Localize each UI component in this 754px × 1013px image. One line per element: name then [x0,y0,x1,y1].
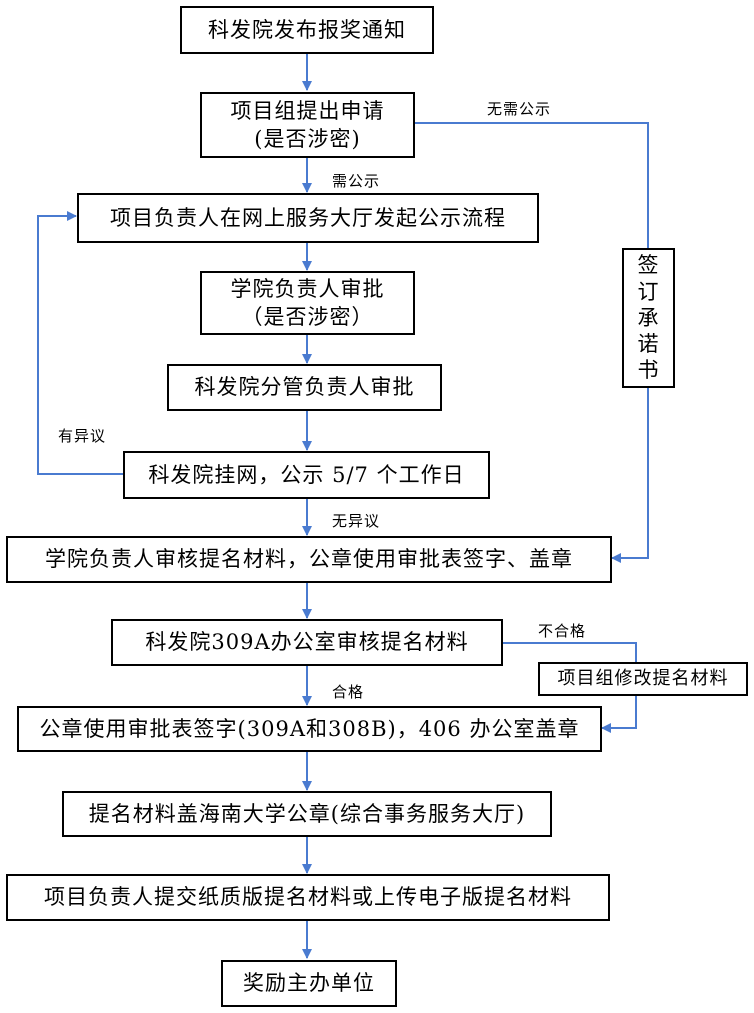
step-submit-materials: 项目负责人提交纸质版提名材料或上传电子版提名材料 [6,874,610,921]
step-award-organizer: 奖励主办单位 [221,960,397,1007]
label-no-objection: 无异议 [332,512,381,530]
step-award-organizer-text: 奖励主办单位 [243,971,375,996]
step-seal-approval-text: 公章使用审批表签字(309A和308B)，406 办公室盖章 [39,716,580,741]
commitment-char-2: 订 [637,279,660,304]
step-university-seal: 提名材料盖海南大学公章(综合事务服务大厅) [62,791,552,837]
arrow-revise-to-s9 [601,696,637,733]
step-project-apply: 项目组提出申请 (是否涉密) [200,92,415,158]
step-initiate-publicity: 项目负责人在网上服务大厅发起公示流程 [77,193,539,243]
step-project-apply-line1: 项目组提出申请 [230,98,385,123]
label-need-public: 需公示 [332,172,381,190]
step-college-approval-line2: （是否涉密） [241,305,374,329]
label-objection: 有异议 [58,427,107,445]
step-publish-notice: 科发院发布报奖通知 [180,6,434,54]
arrow-objection-loop [37,211,123,475]
step-college-approval: 学院负责人审批 （是否涉密） [200,271,415,335]
commitment-char-3: 承 [637,305,660,330]
step-publish-notice-text: 科发院发布报奖通知 [208,17,406,42]
side-sign-commitment: 签 订 承 诺 书 [622,248,675,388]
step-institute-approval-text: 科发院分管负责人审批 [194,375,415,400]
step-initiate-publicity-text: 项目负责人在网上服务大厅发起公示流程 [110,205,506,230]
commitment-char-4: 诺 [637,332,660,357]
arrow-no-public-to-commitment [415,122,649,248]
step-309a-review: 科发院309A办公室审核提名材料 [111,619,503,666]
commitment-char-5: 书 [637,358,660,383]
step-university-seal-text: 提名材料盖海南大学公章(综合事务服务大厅) [88,801,526,826]
step-seal-approval: 公章使用审批表签字(309A和308B)，406 办公室盖章 [17,706,602,752]
label-qualified: 合格 [332,683,365,701]
side-revise-materials-text: 项目组修改提名材料 [557,667,729,689]
arrow-commitment-to-s7 [611,388,649,563]
arrow-unqualified [503,642,637,662]
label-unqualified: 不合格 [538,622,587,640]
side-revise-materials: 项目组修改提名材料 [538,662,748,696]
commitment-char-1: 签 [637,253,660,278]
step-online-publicity-text: 科发院挂网，公示 5/7 个工作日 [148,462,465,487]
step-project-apply-line2: (是否涉密) [254,127,361,151]
step-submit-materials-text: 项目负责人提交纸质版提名材料或上传电子版提名材料 [44,885,572,910]
label-no-public: 无需公示 [487,100,552,118]
step-college-review: 学院负责人审核提名材料，公章使用审批表签字、盖章 [6,536,612,583]
step-college-approval-line1: 学院负责人审批 [230,276,385,301]
step-college-review-text: 学院负责人审核提名材料，公章使用审批表签字、盖章 [45,547,573,572]
step-309a-review-text: 科发院309A办公室审核提名材料 [145,630,469,655]
step-institute-approval: 科发院分管负责人审批 [167,364,442,411]
step-online-publicity: 科发院挂网，公示 5/7 个工作日 [123,451,490,499]
